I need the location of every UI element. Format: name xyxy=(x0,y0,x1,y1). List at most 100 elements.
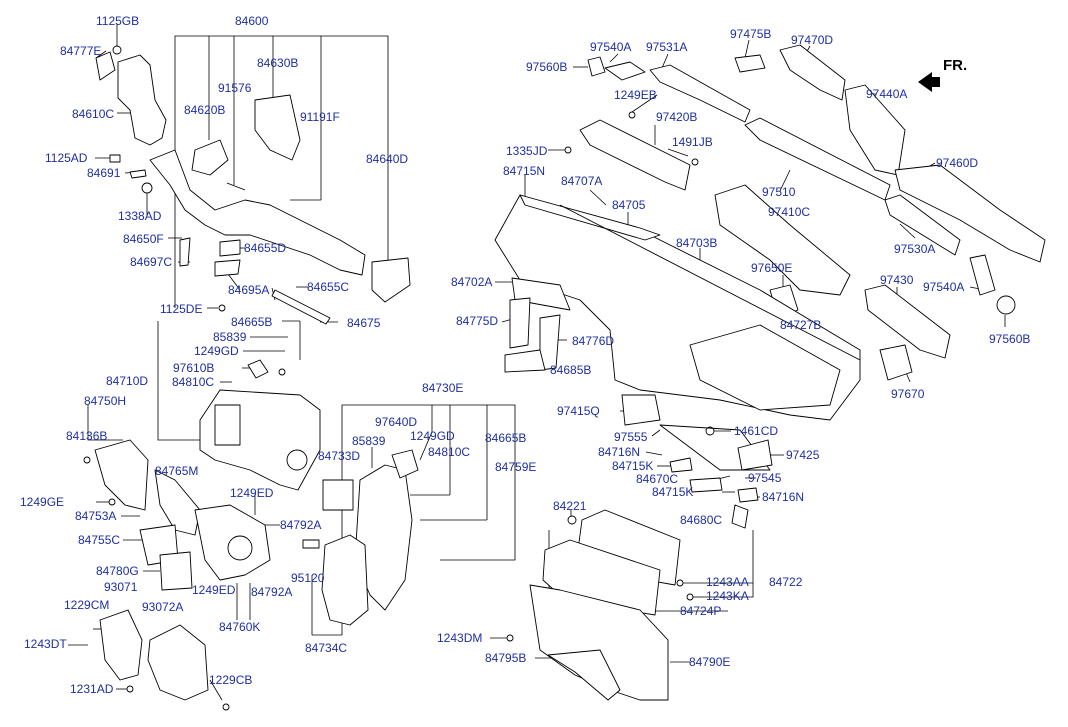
part-label[interactable]: 84722 xyxy=(769,575,803,589)
part-label[interactable]: 84697C xyxy=(130,255,173,269)
part-label[interactable]: 97610B xyxy=(173,361,215,375)
part-label[interactable]: 97430 xyxy=(880,273,914,287)
part-label[interactable]: 84715K xyxy=(652,485,694,499)
part-label[interactable]: 1491JB xyxy=(672,135,713,149)
part-label[interactable]: 95120 xyxy=(291,571,325,585)
part-label[interactable]: 84705 xyxy=(612,198,646,212)
part-label[interactable]: 84776D xyxy=(572,334,615,348)
part-label[interactable]: 84650F xyxy=(123,232,164,246)
part-label[interactable]: 84790E xyxy=(689,655,731,669)
part-label[interactable]: 1125DE xyxy=(160,302,203,316)
part-label[interactable]: 1243KA xyxy=(706,589,749,603)
part-label[interactable]: 84727B xyxy=(780,318,822,332)
part-label[interactable]: 1231AD xyxy=(70,682,114,696)
part-label[interactable]: 97460D xyxy=(936,156,979,170)
part-label[interactable]: 84221 xyxy=(553,499,587,513)
part-label[interactable]: 84640D xyxy=(366,152,409,166)
part-label[interactable]: 91576 xyxy=(218,81,252,95)
part-label[interactable]: 1243DM xyxy=(437,631,483,645)
part-label[interactable]: 97650E xyxy=(751,261,793,275)
part-label[interactable]: 93072A xyxy=(142,600,184,614)
part-label[interactable]: 84665B xyxy=(231,315,273,329)
part-label[interactable]: 1243DT xyxy=(24,637,67,651)
part-label[interactable]: 97470D xyxy=(791,33,834,47)
part-label[interactable]: 84703B xyxy=(676,236,718,250)
part-label[interactable]: 84777E xyxy=(60,44,102,58)
part-label[interactable]: 97530A xyxy=(894,242,936,256)
part-label[interactable]: 1335JD xyxy=(506,144,548,158)
part-label[interactable]: 84733D xyxy=(318,449,361,463)
part-label[interactable]: 1125GB xyxy=(96,14,140,28)
part-label[interactable]: 84775D xyxy=(456,314,499,328)
part-label[interactable]: 97545 xyxy=(748,471,782,485)
part-label[interactable]: 1229CB xyxy=(209,673,253,687)
part-label[interactable]: 84702A xyxy=(451,275,493,289)
part-label[interactable]: 84670C xyxy=(636,472,679,486)
part-label[interactable]: 97475B xyxy=(730,27,772,41)
part-label[interactable]: 1249EB xyxy=(614,88,657,102)
part-label[interactable]: 1249ED xyxy=(192,583,236,597)
part-label[interactable]: 85839 xyxy=(213,330,247,344)
part-label[interactable]: 84680C xyxy=(680,513,723,527)
part-label[interactable]: 84610C xyxy=(72,107,115,121)
part-label[interactable]: 1249ED xyxy=(230,486,274,500)
part-label[interactable]: 84707A xyxy=(561,174,603,188)
part-label[interactable]: 1249GD xyxy=(410,429,455,443)
part-label[interactable]: 1229CM xyxy=(64,598,110,612)
part-label[interactable]: 97415Q xyxy=(557,404,600,418)
part-label[interactable]: 84710D xyxy=(106,374,149,388)
part-label[interactable]: 84600 xyxy=(235,14,269,28)
part-label[interactable]: 84795B xyxy=(485,651,527,665)
part-label[interactable]: 1125AD xyxy=(45,151,88,165)
part-label[interactable]: 97410C xyxy=(768,205,811,219)
part-label[interactable]: 1243AA xyxy=(706,575,749,589)
part-label[interactable]: 93071 xyxy=(104,580,138,594)
part-label[interactable]: 84675 xyxy=(347,316,381,330)
part-label[interactable]: 84715N xyxy=(503,164,546,178)
part-label[interactable]: 91191F xyxy=(300,110,340,124)
part-label[interactable]: 84691 xyxy=(87,166,121,180)
part-label[interactable]: 97510 xyxy=(762,185,796,199)
part-label[interactable]: 84620B xyxy=(184,103,226,117)
part-label[interactable]: 97540A xyxy=(590,40,632,54)
part-label[interactable]: 97560B xyxy=(526,60,568,74)
part-label[interactable]: 84655C xyxy=(307,280,350,294)
part-label[interactable]: 84716N xyxy=(762,490,805,504)
part-label[interactable]: 84755C xyxy=(78,533,121,547)
part-label[interactable]: 84685B xyxy=(550,363,592,377)
part-label[interactable]: 84759E xyxy=(495,460,537,474)
part-label[interactable]: 84730E xyxy=(422,381,464,395)
part-label[interactable]: 84792A xyxy=(251,585,293,599)
part-label[interactable]: 85839 xyxy=(352,434,386,448)
part-label[interactable]: 84792A xyxy=(280,518,322,532)
part-label[interactable]: 97640D xyxy=(375,415,418,429)
part-label[interactable]: 97540A xyxy=(923,280,965,294)
part-label[interactable]: 97670 xyxy=(891,387,925,401)
part-label[interactable]: 84780G xyxy=(96,564,139,578)
part-label[interactable]: 97555 xyxy=(614,430,648,444)
part-label[interactable]: 84715K xyxy=(612,459,654,473)
part-label[interactable]: 97531A xyxy=(646,40,688,54)
part-label[interactable]: 84810C xyxy=(172,375,215,389)
part-label[interactable]: 84695A xyxy=(228,283,270,297)
part-label[interactable]: 97425 xyxy=(786,448,820,462)
part-label[interactable]: 84630B xyxy=(257,56,299,70)
part-label[interactable]: 1249GE xyxy=(20,495,65,509)
part-label[interactable]: 84716N xyxy=(598,445,641,459)
part-label[interactable]: 97560B xyxy=(989,332,1031,346)
part-label[interactable]: 84760K xyxy=(219,620,261,634)
part-label[interactable]: 97440A xyxy=(866,87,908,101)
part-label[interactable]: 84750H xyxy=(84,394,127,408)
part-label[interactable]: 84765M xyxy=(155,464,199,478)
part-label[interactable]: 84665B xyxy=(485,431,527,445)
part-label[interactable]: 84724P xyxy=(680,604,722,618)
part-label[interactable]: 1249GD xyxy=(194,344,239,358)
part-label[interactable]: 84734C xyxy=(305,641,348,655)
part-label[interactable]: 1461CD xyxy=(734,424,779,438)
part-label[interactable]: 84655D xyxy=(244,241,287,255)
part-label[interactable]: 84136B xyxy=(66,429,108,443)
part-label[interactable]: 84753A xyxy=(75,509,117,523)
part-label[interactable]: 1338AD xyxy=(118,209,162,223)
part-label[interactable]: 84810C xyxy=(428,445,471,459)
part-label[interactable]: 97420B xyxy=(656,110,698,124)
